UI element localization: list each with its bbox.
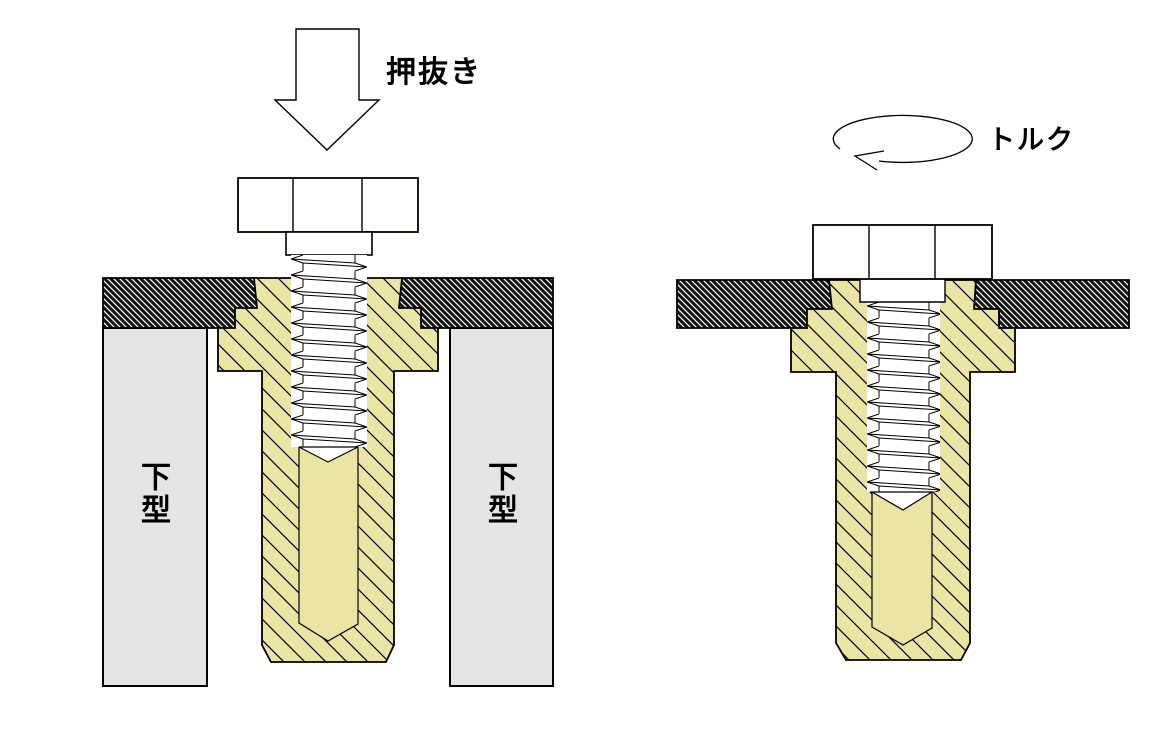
torque-test-drawing: [676, 114, 1130, 661]
lower-die-block-left-a: [102, 327, 208, 687]
push-out-label: 押抜き: [386, 56, 482, 89]
bolt-tip-left: [298, 446, 359, 463]
insert-cross-section-left: [217, 277, 439, 663]
torque-label: トルク: [988, 125, 1075, 155]
hex-bolt-head-right: [812, 224, 993, 280]
bolt-tip-right: [869, 491, 935, 511]
plate-cross-section-left-b: [398, 277, 554, 329]
push-out-test-drawing: [102, 28, 554, 687]
insert-blind-hole-left: [299, 447, 358, 641]
plate-cross-section-left-a: [102, 277, 258, 329]
rotation-arrow-icon: [832, 114, 973, 171]
bolt-threads-left: [291, 255, 367, 447]
lower-die-block-left-b: [449, 327, 554, 687]
bolt-shank-collar-left: [285, 231, 373, 256]
lower-die-label-right: 下型: [483, 461, 516, 527]
bolt-threads-right: [867, 302, 940, 492]
bolt-shank-collar-right: [859, 279, 946, 303]
down-arrow-icon: [273, 28, 381, 151]
insert-blind-hole-right: [872, 492, 932, 645]
lower-die-label-left: 下型: [136, 461, 169, 527]
hex-bolt-head-left: [237, 177, 419, 256]
